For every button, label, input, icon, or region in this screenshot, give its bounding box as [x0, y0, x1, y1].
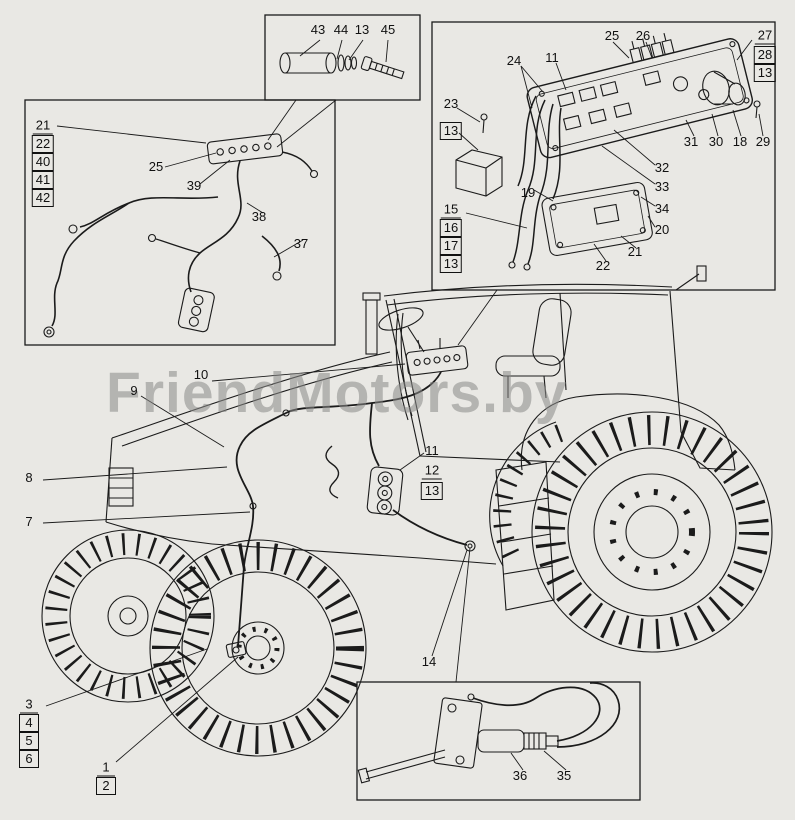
- callout-10: 10: [193, 367, 209, 382]
- callout-7: 7: [25, 514, 33, 529]
- callout-21: 21: [32, 118, 54, 135]
- callout-32: 32: [654, 160, 670, 175]
- callout-8: 8: [25, 470, 33, 485]
- callout-1: 1: [97, 760, 115, 777]
- leader-lines: [42, 39, 764, 771]
- callout-19: 19: [520, 185, 536, 200]
- callout-17: 17: [439, 237, 463, 255]
- callout-42: 42: [31, 189, 55, 207]
- callout-37: 37: [293, 236, 309, 251]
- callout-21: 21: [627, 244, 643, 259]
- callout-9: 9: [130, 383, 138, 398]
- callout-41: 41: [31, 171, 55, 189]
- callout-12: 12: [421, 463, 443, 480]
- callout-30: 30: [708, 134, 724, 149]
- callout-24: 24: [506, 53, 522, 68]
- callout-26: 26: [635, 28, 651, 43]
- cylinder-pin-drawing: [279, 52, 405, 80]
- callout-29: 29: [755, 134, 771, 149]
- inset-frames: [24, 14, 776, 801]
- callout-28: 28: [753, 46, 777, 64]
- callout-13: 13: [420, 482, 444, 500]
- callout-11: 11: [425, 443, 439, 458]
- callout-39: 39: [186, 178, 202, 193]
- callout-27: 27: [754, 28, 776, 45]
- callout-38: 38: [251, 209, 267, 224]
- callout-25: 25: [604, 28, 620, 43]
- inset-cable-box: [356, 681, 641, 801]
- callout-40: 40: [31, 153, 55, 171]
- callout-22: 22: [31, 135, 55, 153]
- callout-25: 25: [148, 159, 164, 174]
- callout-13: 13: [439, 255, 463, 273]
- callout-13: 13: [354, 22, 370, 37]
- callout-14: 14: [421, 654, 437, 669]
- inset-cylinder-box: [264, 14, 421, 101]
- harness-inset-drawing: [43, 133, 319, 338]
- callout-16: 16: [439, 219, 463, 237]
- inset-harness-box: [24, 99, 336, 346]
- callout-23: 23: [443, 96, 459, 111]
- callout-5: 5: [19, 732, 39, 750]
- callout-34: 34: [654, 201, 670, 216]
- switch-panel-inset-drawing: [455, 33, 761, 271]
- callout-45: 45: [380, 22, 396, 37]
- callout-18: 18: [732, 134, 748, 149]
- callout-36: 36: [512, 768, 528, 783]
- callout-22: 22: [595, 258, 611, 273]
- callout-31: 31: [683, 134, 699, 149]
- main-harness-drawing: [225, 338, 476, 658]
- callout-13: 13: [439, 122, 463, 140]
- tractor-body-drawing: [41, 265, 773, 757]
- callout-2: 2: [96, 777, 116, 795]
- callout-43: 43: [310, 22, 326, 37]
- callout-3: 3: [20, 697, 38, 714]
- inset-panel-box: [431, 21, 776, 291]
- callout-20: 20: [654, 222, 670, 237]
- cable-actuator-inset-drawing: [357, 682, 621, 784]
- callout-13: 13: [753, 64, 777, 82]
- callout-11: 11: [545, 50, 559, 65]
- callout-33: 33: [654, 179, 670, 194]
- callout-4: 4: [19, 714, 39, 732]
- callout-6: 6: [19, 750, 39, 768]
- callout-35: 35: [556, 768, 572, 783]
- callout-15: 15: [440, 202, 462, 219]
- callout-44: 44: [333, 22, 349, 37]
